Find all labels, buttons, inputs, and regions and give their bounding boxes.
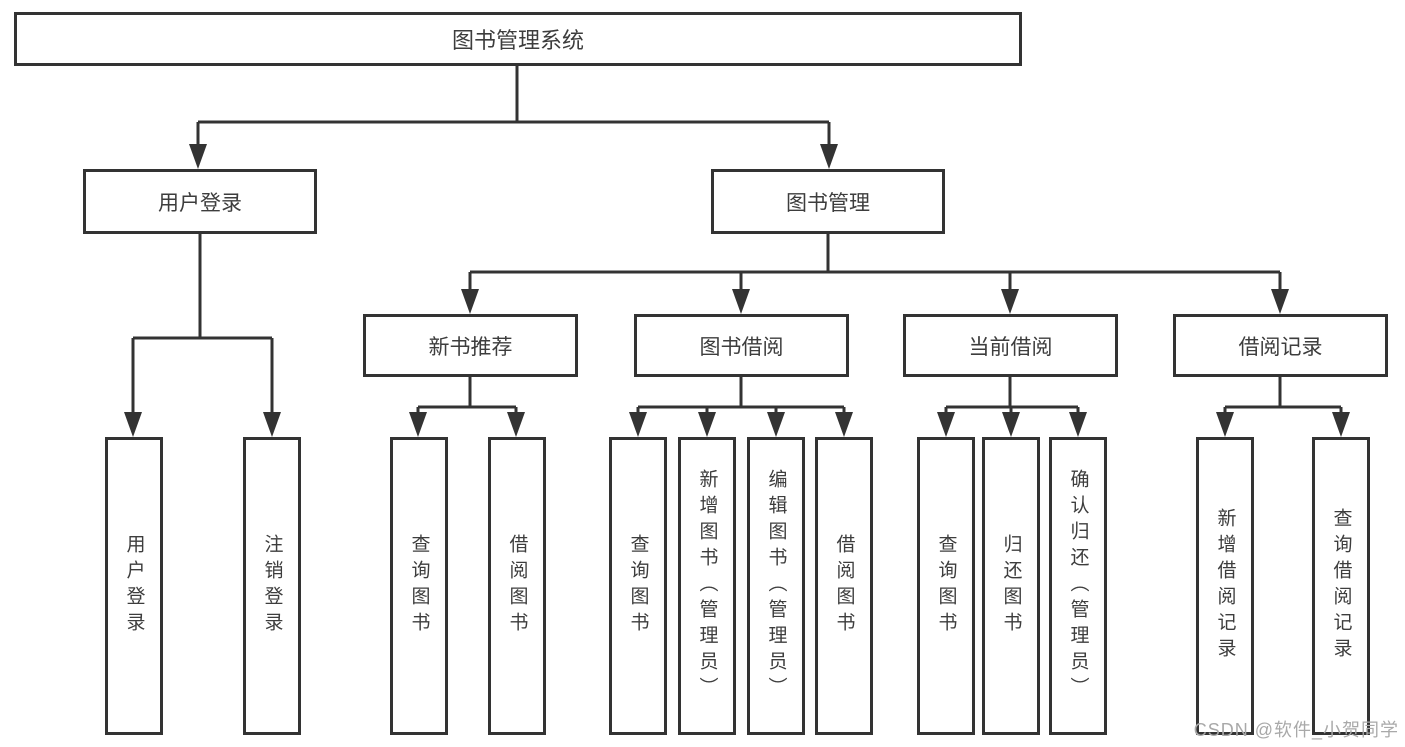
node-root: 图书管理系统 bbox=[14, 12, 1022, 66]
leaf-borrow-edit-books-admin: 编辑图书（管理员） bbox=[747, 437, 805, 735]
leaf-borrow-query-books: 查询图书 bbox=[609, 437, 667, 735]
arrowheads bbox=[124, 144, 1350, 437]
node-book-management-label: 图书管理 bbox=[786, 191, 870, 215]
leaf-current-return-books-label: 归还图书 bbox=[1000, 534, 1022, 638]
node-borrow-records: 借阅记录 bbox=[1173, 314, 1388, 377]
leaf-current-confirm-return-admin-label: 确认归还（管理员） bbox=[1067, 469, 1089, 703]
leaf-recommend-query-books: 查询图书 bbox=[390, 437, 448, 735]
leaf-current-query-books: 查询图书 bbox=[917, 437, 975, 735]
leaf-logout: 注销登录 bbox=[243, 437, 301, 735]
leaf-records-add-record: 新增借阅记录 bbox=[1196, 437, 1254, 735]
node-new-book-recommend: 新书推荐 bbox=[363, 314, 578, 377]
leaf-current-query-books-label: 查询图书 bbox=[935, 534, 957, 638]
connector-user-login bbox=[131, 234, 274, 414]
node-current-borrow: 当前借阅 bbox=[903, 314, 1118, 377]
node-borrow-records-label: 借阅记录 bbox=[1238, 335, 1323, 359]
leaf-borrow-query-books-label: 查询图书 bbox=[627, 534, 649, 638]
leaf-borrow-borrow-books: 借阅图书 bbox=[815, 437, 873, 735]
node-root-label: 图书管理系统 bbox=[451, 28, 584, 53]
leaf-borrow-add-books-admin-label: 新增图书（管理员） bbox=[696, 469, 718, 703]
node-current-borrow-label: 当前借阅 bbox=[968, 335, 1053, 359]
node-book-borrow-label: 图书借阅 bbox=[699, 335, 784, 359]
node-book-borrow: 图书借阅 bbox=[634, 314, 849, 377]
leaf-records-query-record-label: 查询借阅记录 bbox=[1330, 508, 1352, 664]
leaf-logout-label: 注销登录 bbox=[261, 534, 283, 638]
leaf-current-return-books: 归还图书 bbox=[982, 437, 1040, 735]
csdn-watermark: CSDN @软件_小贺同学 bbox=[1193, 720, 1399, 740]
leaf-user-login: 用户登录 bbox=[105, 437, 163, 735]
connector-book-management bbox=[468, 234, 1282, 291]
node-user-login-label: 用户登录 bbox=[158, 191, 242, 215]
node-user-login: 用户登录 bbox=[83, 169, 317, 234]
node-new-book-recommend-label: 新书推荐 bbox=[428, 335, 513, 359]
node-book-management: 图书管理 bbox=[711, 169, 945, 234]
leaf-current-confirm-return-admin: 确认归还（管理员） bbox=[1049, 437, 1107, 735]
leaf-borrow-borrow-books-label: 借阅图书 bbox=[833, 534, 855, 638]
leaf-recommend-borrow-books: 借阅图书 bbox=[488, 437, 546, 735]
connector-root bbox=[196, 66, 831, 146]
leaf-borrow-edit-books-admin-label: 编辑图书（管理员） bbox=[765, 469, 787, 703]
connector-current-borrow bbox=[944, 377, 1080, 414]
leaf-records-add-record-label: 新增借阅记录 bbox=[1214, 508, 1236, 664]
leaf-records-query-record: 查询借阅记录 bbox=[1312, 437, 1370, 735]
connector-book-borrow bbox=[636, 377, 846, 414]
leaf-recommend-borrow-books-label: 借阅图书 bbox=[506, 534, 528, 638]
leaf-recommend-query-books-label: 查询图书 bbox=[408, 534, 430, 638]
connector-borrow-records bbox=[1223, 377, 1343, 414]
leaf-user-login-label: 用户登录 bbox=[123, 534, 145, 638]
leaf-borrow-add-books-admin: 新增图书（管理员） bbox=[678, 437, 736, 735]
connector-new-book-recommend bbox=[416, 377, 518, 414]
